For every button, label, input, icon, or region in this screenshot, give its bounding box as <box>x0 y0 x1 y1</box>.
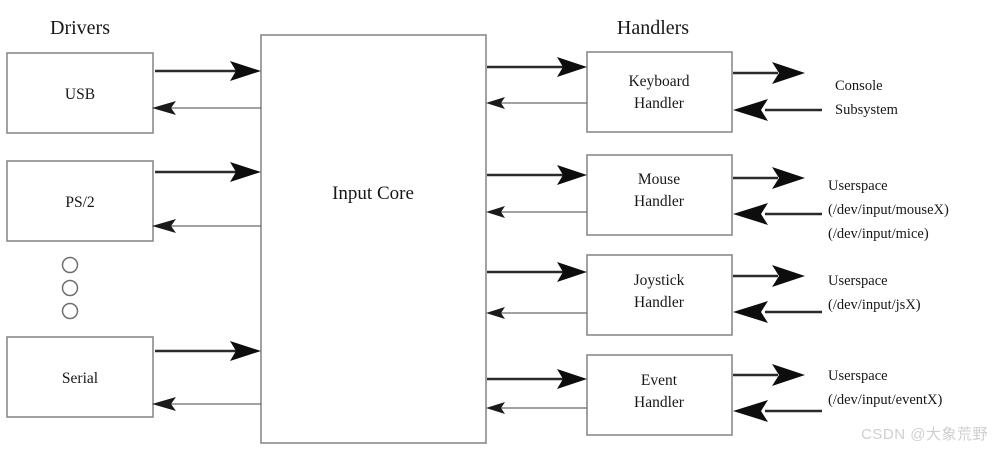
handler-box-keyboard-label-line1: Keyboard <box>628 73 689 90</box>
arrow-userspace-to-event-handler <box>733 400 822 422</box>
arrow-event-handler-to-core <box>486 402 587 414</box>
arrow-core-to-ps2 <box>152 219 261 233</box>
watermark-text: CSDN @大象荒野 <box>861 426 988 443</box>
driver-box-usb-rect <box>6 52 154 134</box>
arrow-mouse-handler-to-userspace <box>733 167 805 189</box>
handler-box-joystick-label-line1: Joystick <box>634 272 685 289</box>
handler-box-keyboard[interactable]: Keyboard Handler <box>586 51 733 133</box>
arrow-userspace-to-mouse-handler <box>733 203 822 225</box>
arrow-userspace-to-joystick-handler <box>733 301 822 323</box>
endpoint-mouse-line3: (/dev/input/mice) <box>828 226 929 242</box>
driver-box-ps2-label: PS/2 <box>65 194 94 211</box>
section-title-handlers: Handlers <box>617 17 689 39</box>
handler-box-keyboard-label-line2: Handler <box>634 95 685 112</box>
endpoint-mouse-line1: Userspace <box>828 178 888 194</box>
endpoint-event-line2: (/dev/input/eventX) <box>828 392 943 408</box>
endpoint-mouse-line2: (/dev/input/mouseX) <box>828 202 949 218</box>
vertical-dots-icon <box>61 256 79 320</box>
section-title-drivers: Drivers <box>50 17 110 39</box>
input-core-label: Input Core <box>332 183 414 204</box>
arrow-core-to-keyboard-handler <box>487 57 587 77</box>
arrow-core-to-mouse-handler <box>487 165 587 185</box>
arrow-keyboard-handler-to-console <box>733 62 805 84</box>
endpoint-label-userspace-event: Userspace (/dev/input/eventX) <box>828 368 943 408</box>
handler-box-event[interactable]: Event Handler <box>586 354 733 436</box>
handler-box-joystick[interactable]: Joystick Handler <box>586 254 733 336</box>
arrow-console-to-keyboard-handler <box>733 99 822 121</box>
handler-box-mouse-label-line2: Handler <box>634 193 685 210</box>
endpoint-label-userspace-mouse: Userspace (/dev/input/mouseX) (/dev/inpu… <box>828 178 949 242</box>
handler-box-event-rect <box>586 354 733 436</box>
driver-box-usb[interactable]: USB <box>6 52 154 134</box>
arrow-core-to-event-handler <box>487 369 587 389</box>
driver-box-serial-rect <box>6 336 154 418</box>
arrow-joystick-handler-to-userspace <box>733 265 805 287</box>
endpoint-console-line2: Subsystem <box>835 102 899 118</box>
arrow-mouse-handler-to-core <box>486 206 587 218</box>
arrow-core-to-joystick-handler <box>487 262 587 282</box>
driver-box-ps2-rect <box>6 160 154 242</box>
driver-box-serial-label: Serial <box>62 370 98 387</box>
driver-box-ps2[interactable]: PS/2 <box>6 160 154 242</box>
arrow-core-to-serial <box>152 397 261 411</box>
handler-box-event-label-line1: Event <box>641 372 678 389</box>
handler-box-joystick-label-line2: Handler <box>634 294 685 311</box>
arrow-serial-to-core <box>155 341 261 361</box>
driver-box-usb-label: USB <box>65 86 95 103</box>
endpoint-console-line1: Console <box>835 78 883 94</box>
arrow-usb-to-core <box>155 61 261 81</box>
input-core-box[interactable]: Input Core <box>260 34 487 444</box>
endpoint-label-userspace-joystick: Userspace (/dev/input/jsX) <box>828 273 921 313</box>
arrow-event-handler-to-userspace <box>733 364 805 386</box>
arrow-joystick-handler-to-core <box>486 307 587 319</box>
arrow-core-to-usb <box>152 101 261 115</box>
endpoint-joystick-line1: Userspace <box>828 273 888 289</box>
endpoint-joystick-line2: (/dev/input/jsX) <box>828 297 921 313</box>
handler-box-mouse-label-line1: Mouse <box>638 171 680 188</box>
arrow-ps2-to-core <box>155 162 261 182</box>
handler-box-mouse[interactable]: Mouse Handler <box>586 154 733 236</box>
driver-box-serial[interactable]: Serial <box>6 336 154 418</box>
endpoint-event-line1: Userspace <box>828 368 888 384</box>
handler-box-event-label-line2: Handler <box>634 394 685 411</box>
handler-box-keyboard-rect <box>586 51 733 133</box>
endpoint-label-console-subsystem: Console Subsystem <box>835 78 899 118</box>
handler-box-joystick-rect <box>586 254 733 336</box>
handler-box-mouse-rect <box>586 154 733 236</box>
arrow-keyboard-handler-to-core <box>486 97 587 109</box>
input-core-rect <box>260 34 487 444</box>
